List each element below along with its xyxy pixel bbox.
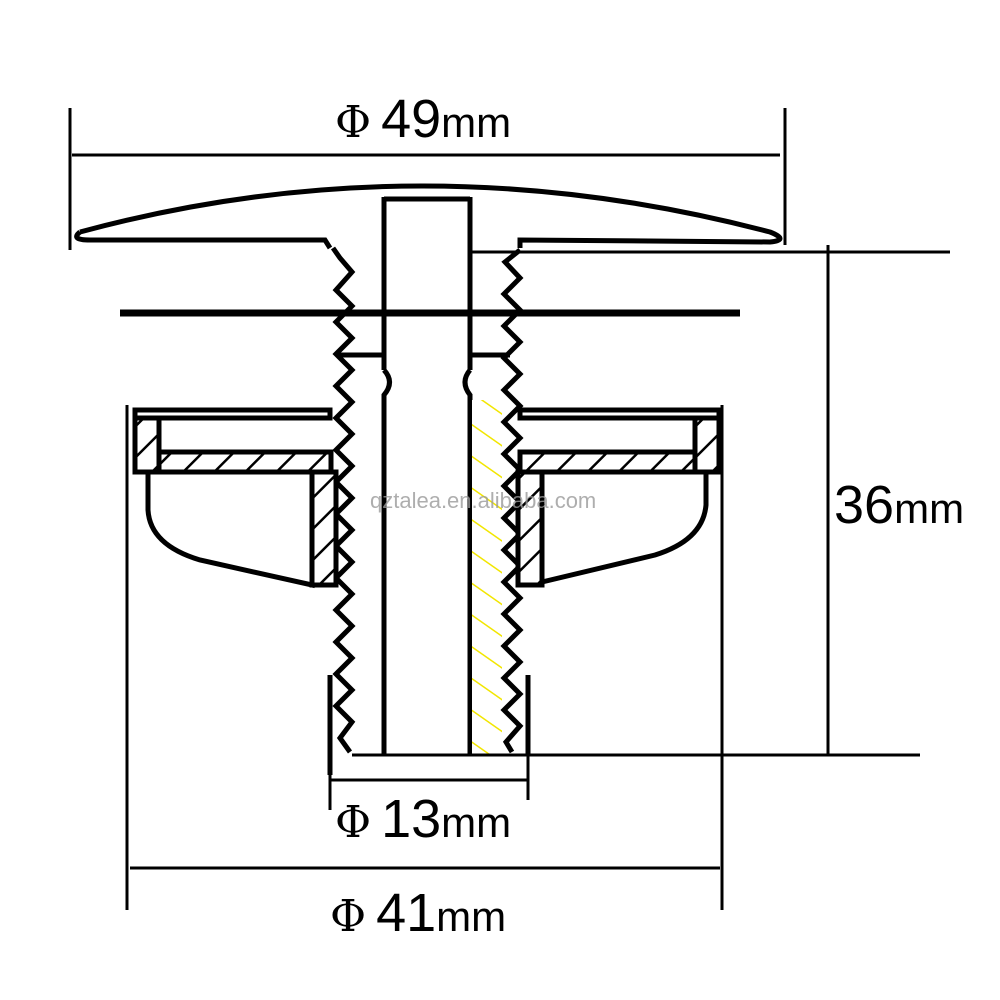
left-body bbox=[132, 407, 339, 589]
watermark: qztalea.en.alibaba.com bbox=[370, 488, 597, 513]
dimension-base-diameter bbox=[125, 405, 724, 910]
left-thread bbox=[330, 246, 356, 754]
bottom-tube bbox=[327, 675, 920, 775]
right-body bbox=[515, 407, 722, 588]
stem bbox=[337, 196, 950, 755]
dimension-top-diameter bbox=[68, 108, 787, 250]
cap-outline bbox=[74, 183, 783, 250]
thread-highlight bbox=[472, 400, 502, 755]
label-height: 36mm bbox=[834, 475, 965, 535]
dimension-stem-diameter bbox=[328, 755, 530, 810]
